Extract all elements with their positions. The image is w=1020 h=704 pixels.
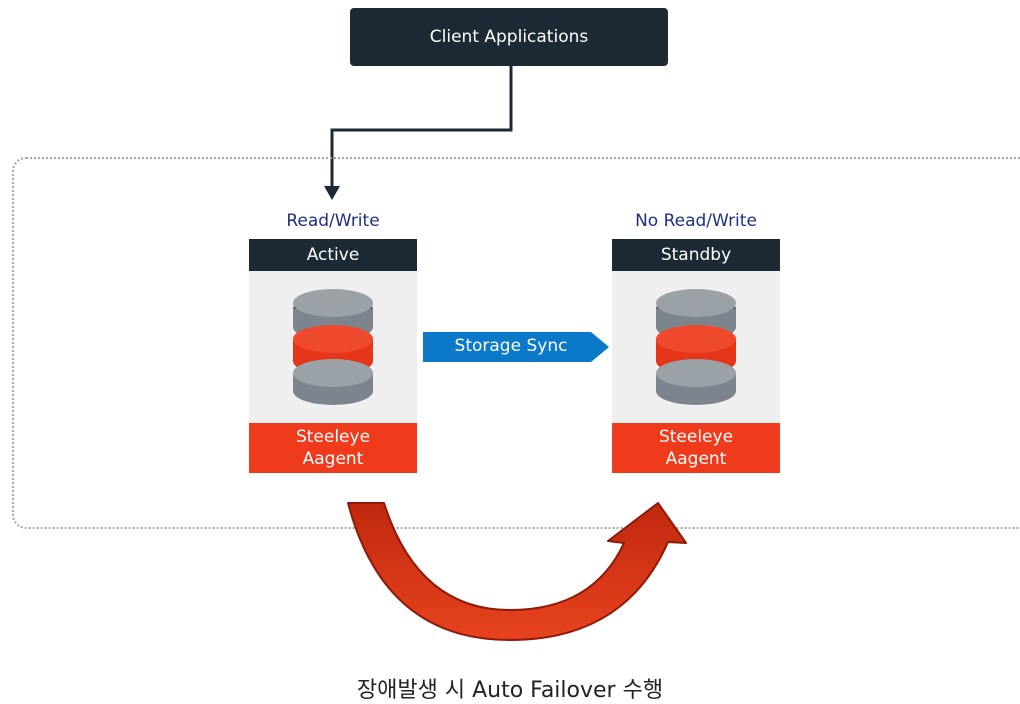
active-role-label: Read/Write	[286, 211, 380, 231]
standby-agent-box: Steeleye Aagent	[612, 423, 780, 473]
client-applications-box: Client Applications	[350, 8, 668, 66]
cluster-boundary	[12, 157, 1020, 529]
active-node: Active Steeleye Aagent	[249, 239, 417, 473]
standby-node-body	[612, 271, 780, 423]
standby-node-header: Standby	[612, 239, 780, 271]
database-icon	[656, 289, 736, 405]
standby-agent-line1: Steeleye	[658, 427, 734, 447]
active-agent-line2: Aagent	[302, 449, 364, 469]
standby-role-label: No Read/Write	[635, 211, 757, 231]
storage-sync-arrow	[423, 332, 609, 362]
active-node-header: Active	[249, 239, 417, 271]
active-node-title: Active	[306, 245, 360, 265]
standby-node: Standby Steeleye Aagent	[612, 239, 780, 473]
failover-caption: 장애발생 시 Auto Failover 수행	[356, 678, 664, 703]
client-applications-label: Client Applications	[429, 27, 589, 47]
active-agent-box: Steeleye Aagent	[249, 423, 417, 473]
active-agent-line1: Steeleye	[295, 427, 371, 447]
storage-sync-label: Storage Sync	[454, 336, 568, 356]
standby-agent-line2: Aagent	[665, 449, 727, 469]
database-icon	[293, 289, 373, 405]
active-node-body	[249, 271, 417, 423]
standby-node-title: Standby	[660, 245, 732, 265]
